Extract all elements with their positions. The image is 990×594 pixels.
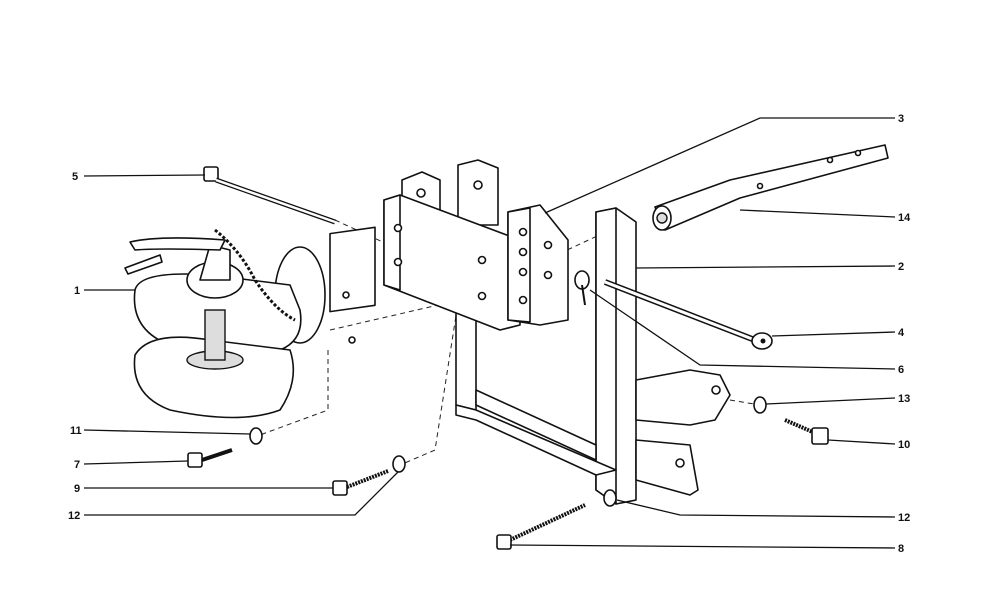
mounting-plate-part-3 xyxy=(383,159,569,331)
callout-14: 14 xyxy=(898,212,911,224)
callout-11: 11 xyxy=(70,425,82,437)
callout-8: 8 xyxy=(898,543,904,555)
callout-labels: 5 1 11 7 9 12 3 14 2 4 6 13 10 12 8 xyxy=(68,113,911,555)
callout-12-left: 12 xyxy=(68,510,80,522)
pin-part-5 xyxy=(203,166,336,225)
linch-pin-part-6 xyxy=(574,270,590,306)
callout-3: 3 xyxy=(898,113,904,125)
callout-5: 5 xyxy=(72,171,78,183)
bolts-and-washers xyxy=(187,396,829,550)
callout-7: 7 xyxy=(74,459,80,471)
callout-9: 9 xyxy=(74,483,80,495)
callout-13: 13 xyxy=(898,393,910,405)
callout-12-right: 12 xyxy=(898,512,910,524)
leader-lines xyxy=(83,117,896,549)
drawbar-part-14 xyxy=(652,144,889,231)
callout-4: 4 xyxy=(898,327,905,339)
callout-2: 2 xyxy=(898,261,904,273)
callout-10: 10 xyxy=(898,439,910,451)
callout-1: 1 xyxy=(74,285,80,297)
hitch-coupling-part-1 xyxy=(124,226,376,419)
callout-6: 6 xyxy=(898,364,904,376)
pin-part-4 xyxy=(603,279,773,350)
